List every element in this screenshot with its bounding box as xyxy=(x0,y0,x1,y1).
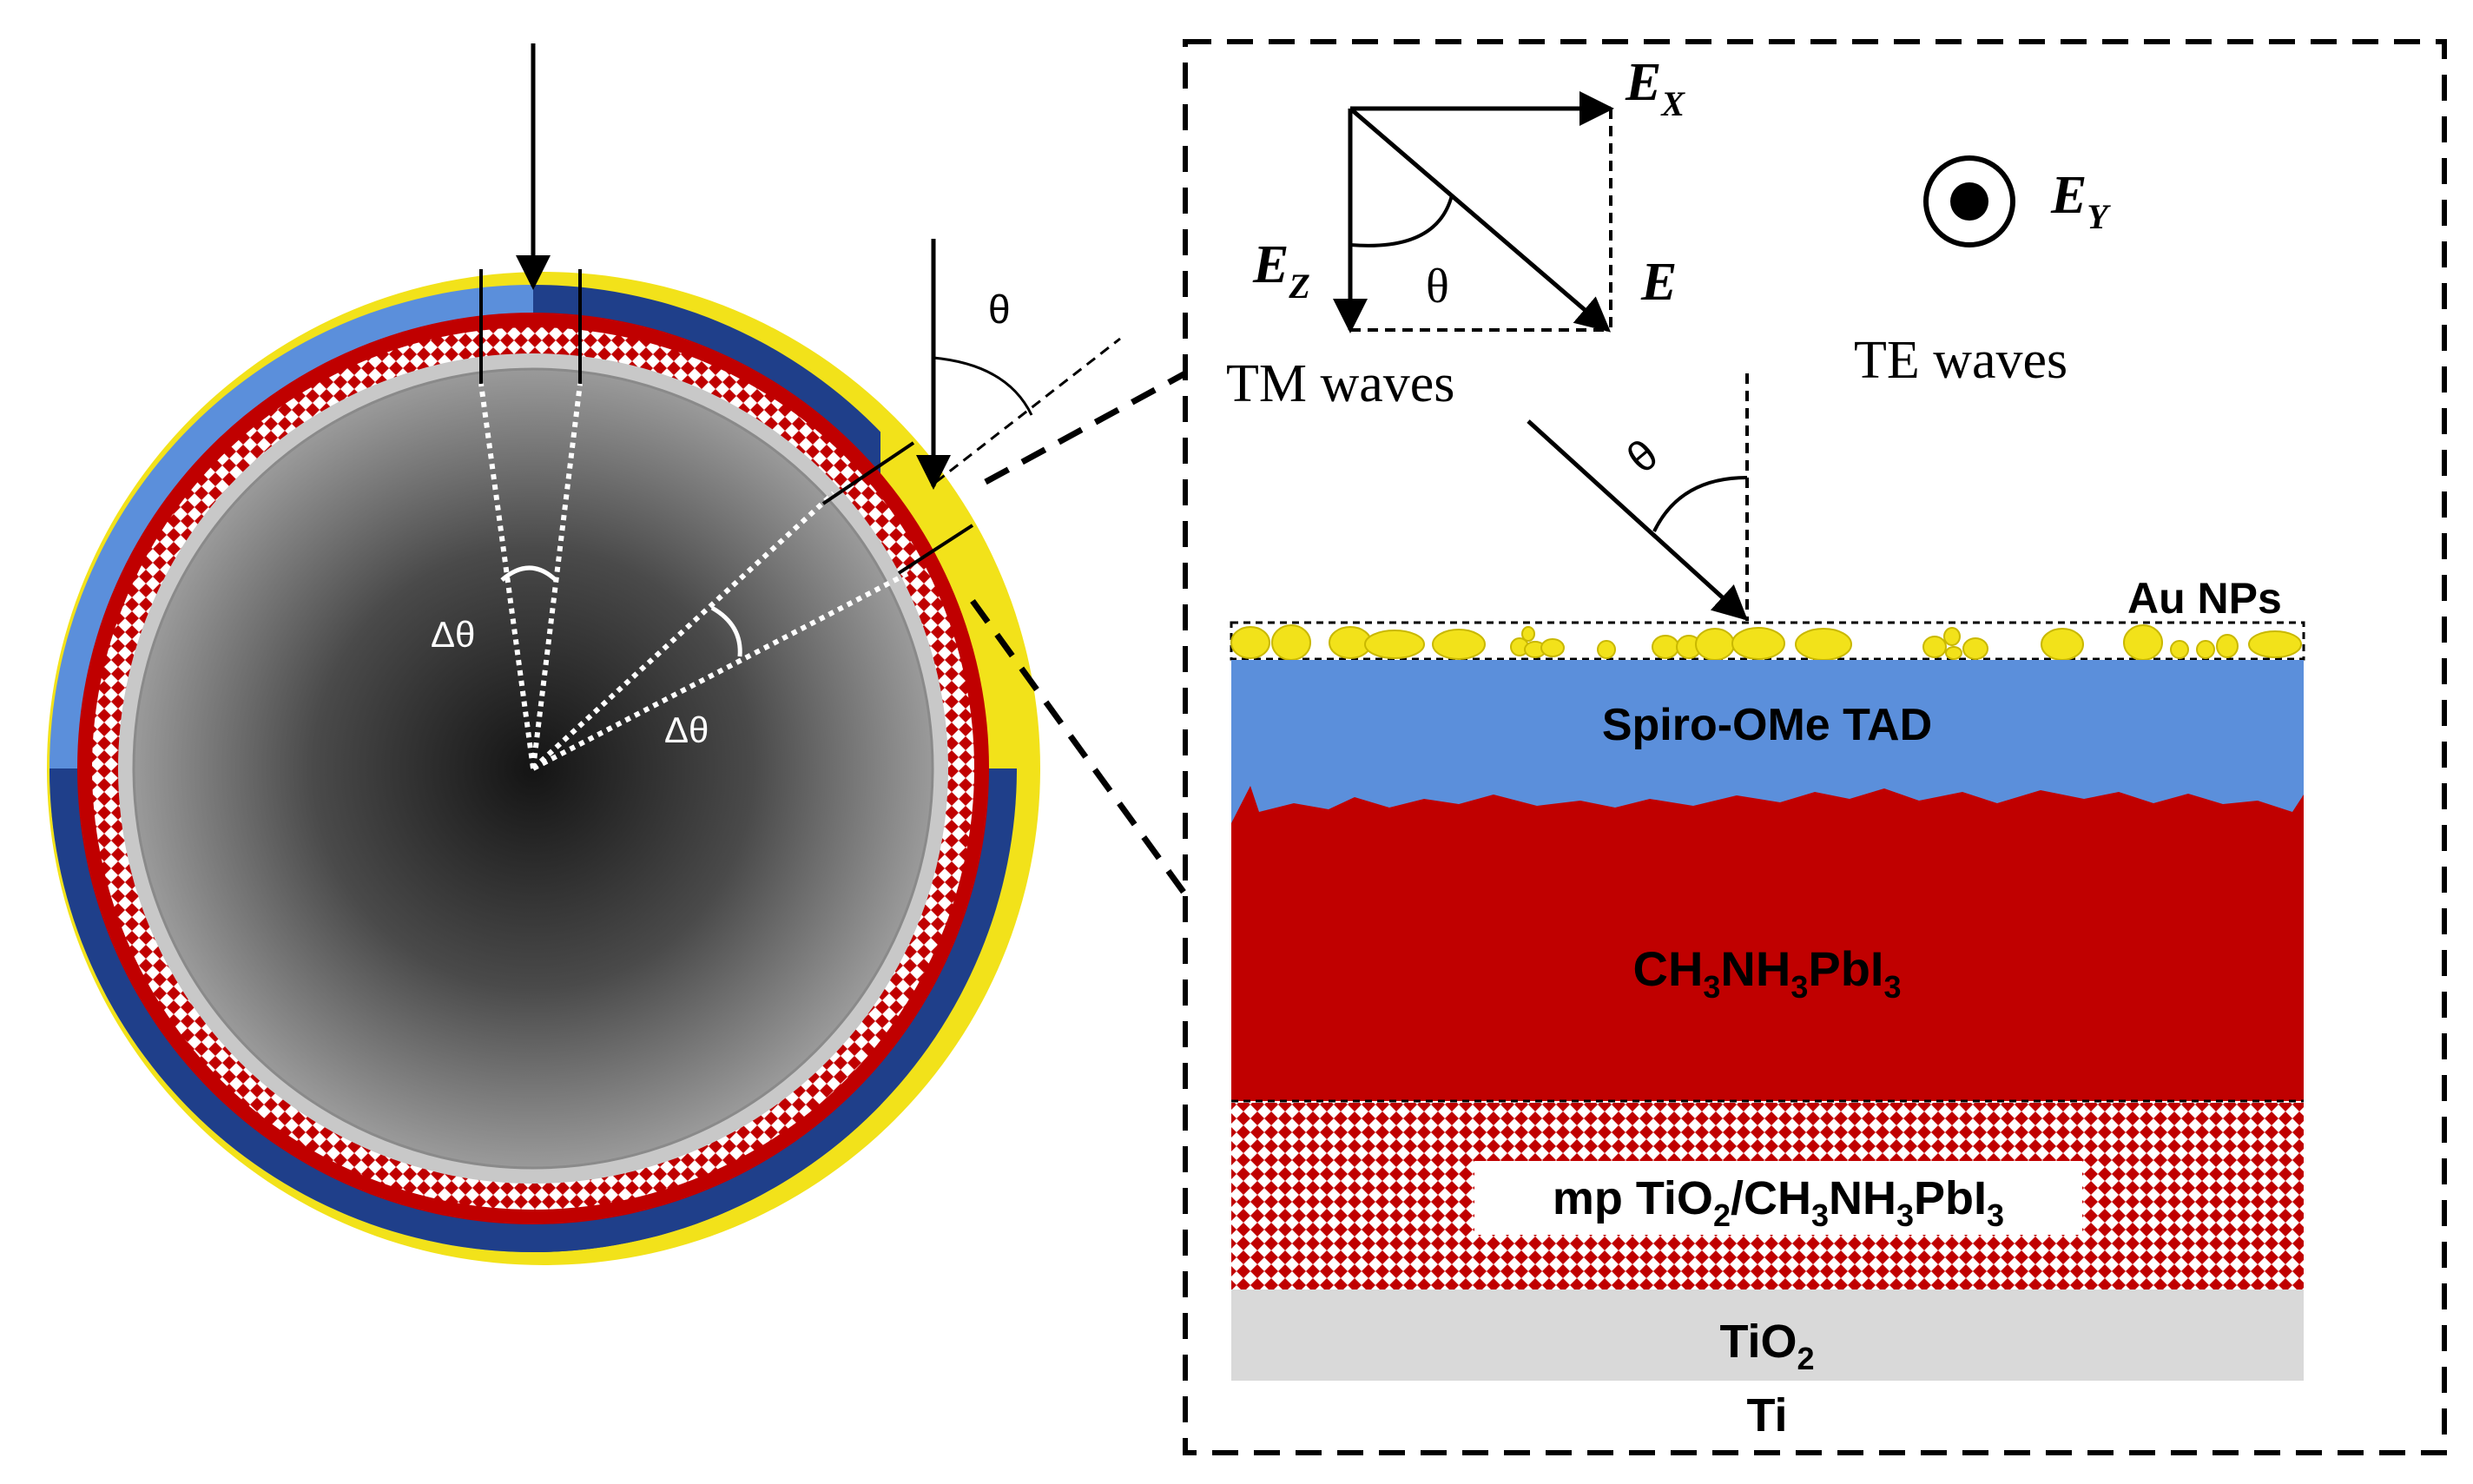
ti-label: Ti xyxy=(1746,1389,1787,1441)
theta-main-label: θ xyxy=(988,287,1011,332)
ey-symbol-outer xyxy=(1923,155,2015,247)
incidence-theta-label: θ xyxy=(1618,430,1667,483)
side-theta-arc xyxy=(933,356,1033,416)
top-wedge-arc xyxy=(500,565,557,582)
side-wedge-lower xyxy=(531,569,913,771)
tm-waves-label: TM waves xyxy=(1226,354,1454,413)
e-vector-arrow xyxy=(1349,107,1612,333)
spiro-label: Spiro-OMe TAD xyxy=(1602,700,1932,750)
mp-label: mp TiO2/CH3NH3PbI3 xyxy=(1553,1172,2004,1233)
incident-ray-arrow xyxy=(1527,419,1748,621)
au-np-layer-box xyxy=(1230,621,2305,661)
perovskite-label: CH3NH3PbI3 xyxy=(1633,941,1902,1005)
top-wedge-left xyxy=(478,383,536,769)
e-vector-label: E xyxy=(1640,253,1677,312)
sphere-cross-section: Δθ Δθ θ xyxy=(47,43,1121,1265)
side-marker-upper xyxy=(821,441,915,505)
tio2-layer xyxy=(1231,1289,2304,1381)
ez-label: EZ xyxy=(1252,235,1310,306)
zoom-connector-upper xyxy=(984,370,1187,485)
tio2-label: TiO2 xyxy=(1719,1316,1814,1376)
zoom-connector-lower xyxy=(970,598,1188,897)
side-normal-dashed xyxy=(935,337,1121,484)
vector-theta-arc xyxy=(1349,195,1454,247)
ey-label: EY xyxy=(2050,166,2111,236)
top-wedge-right xyxy=(531,383,583,769)
side-wedge-arc xyxy=(710,605,742,657)
delta-theta-top-label: Δθ xyxy=(431,614,475,655)
layer-stack: Au NPs Spiro-OMe TAD CH3NH3PbI3 mp TiO2/… xyxy=(1230,574,2305,1441)
incidence-geometry: θ xyxy=(1527,373,1749,621)
side-marker-lower xyxy=(897,524,974,575)
theta-vector-label: θ xyxy=(1426,260,1449,313)
te-waves-label: TE waves xyxy=(1854,331,2067,390)
perovskite-layer xyxy=(1231,786,2304,1101)
polarization-diagram: EX EZ E θ EY TM waves TE waves xyxy=(1226,53,2111,413)
ex-label: EX xyxy=(1625,53,1685,123)
ey-symbol-dot xyxy=(1950,182,1988,221)
zoom-box xyxy=(1183,39,2447,1455)
au-nanoparticles xyxy=(1230,624,2302,661)
mp-label-box xyxy=(1474,1161,2082,1235)
delta-theta-side-label: Δθ xyxy=(664,709,709,750)
au-nps-label: Au NPs xyxy=(2127,574,2282,623)
incidence-theta-arc xyxy=(1652,476,1748,532)
